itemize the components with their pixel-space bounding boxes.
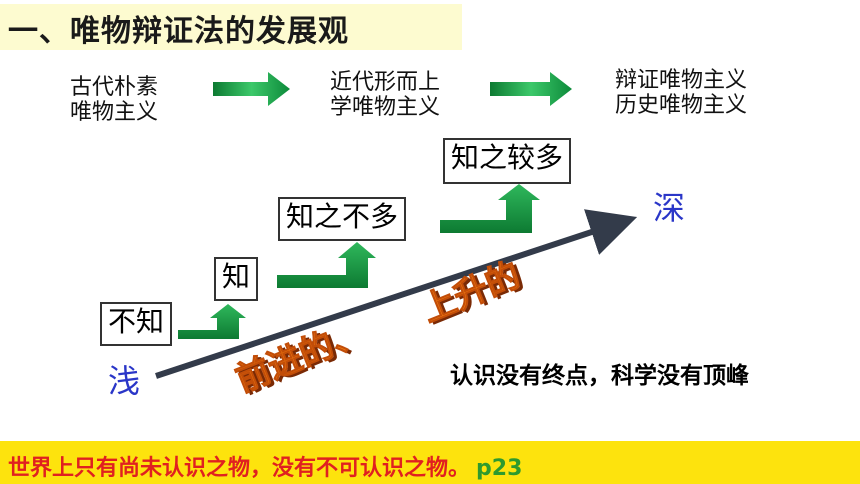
stage-metaphysical-materialism: 近代形而上 学唯物主义 [330, 70, 440, 120]
stage-1-line-2: 唯物主义 [70, 100, 159, 125]
footer-text: 世界上只有尚未认识之物，没有不可认识之物。p23 [8, 450, 522, 482]
step-box-unknown: 不知 [100, 302, 173, 346]
arrow-caption-2-group: 上升的 上升的 [416, 255, 530, 332]
page-title: 一、唯物辩证法的发展观 [8, 14, 349, 49]
step-arrow-1 [178, 304, 246, 339]
label-deep: 深 [653, 189, 686, 227]
footer-bar [0, 441, 860, 484]
stage-2-line-2: 学唯物主义 [330, 95, 441, 120]
step-box-know: 知 [214, 257, 259, 301]
stage-dialectical-materialism: 辩证唯物主义 历史唯物主义 [615, 68, 747, 118]
stage-2-line-1: 近代形而上 [330, 70, 441, 95]
stage-arrow-1 [213, 72, 290, 106]
label-shallow: 浅 [108, 362, 141, 400]
title-bar [0, 4, 462, 50]
stage-arrow-2 [490, 72, 572, 106]
progress-arrow [155, 209, 638, 379]
stage-3-line-1: 辩证唯物主义 [615, 68, 748, 93]
step-arrow-3 [440, 184, 540, 233]
stage-ancient-materialism: 古代朴素 唯物主义 [70, 75, 158, 125]
step-box-know-little: 知之不多 [278, 197, 407, 241]
arrow-caption-2: 上升的 [416, 255, 526, 330]
conclusion-text: 认识没有终点，科学没有顶峰 [450, 363, 749, 389]
step-arrow-2 [277, 242, 376, 288]
stage-3-line-2: 历史唯物主义 [615, 93, 748, 118]
page-reference: p23 [476, 456, 523, 481]
step-box-know-more: 知之较多 [443, 138, 572, 184]
footer-statement: 世界上只有尚未认识之物，没有不可认识之物。 [8, 456, 471, 481]
stage-1-line-1: 古代朴素 [70, 75, 159, 100]
